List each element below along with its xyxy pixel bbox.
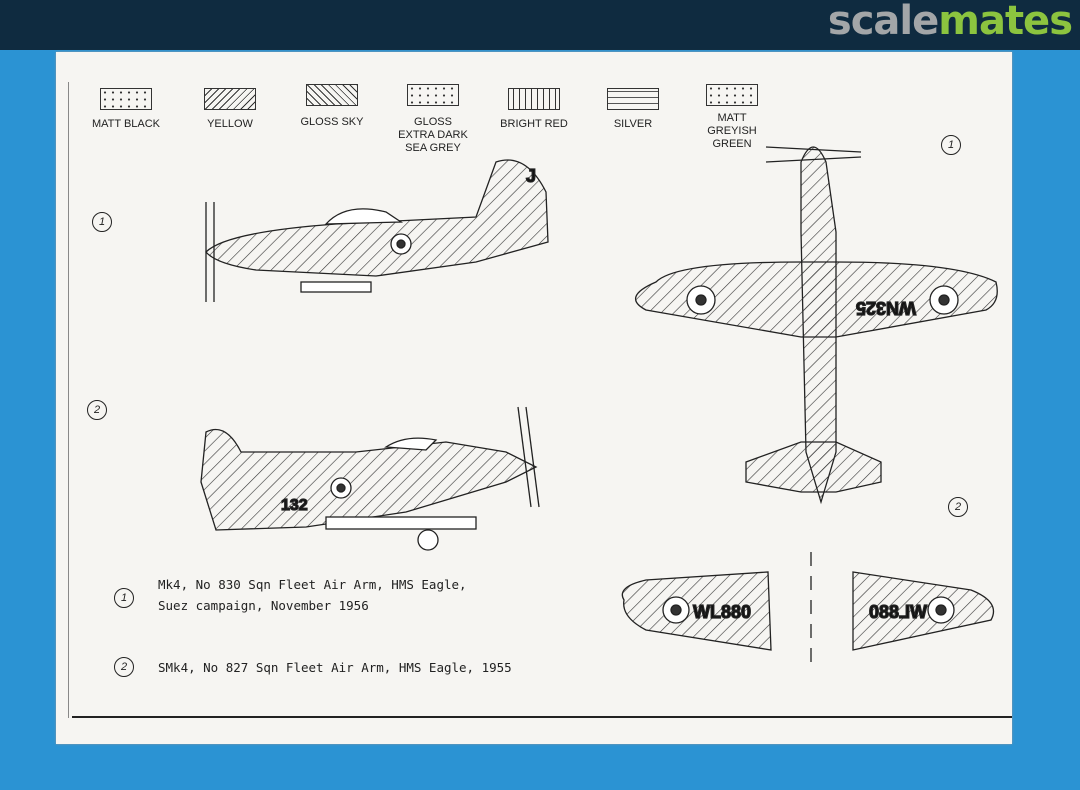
- legend-matt-black: MATT BLACK: [91, 88, 161, 131]
- caption-2: SMk4, No 827 Sqn Fleet Air Arm, HMS Eagl…: [158, 660, 512, 675]
- swatch: [204, 88, 256, 110]
- plan-view-1: WN325: [635, 146, 998, 505]
- legend-gloss-sky: GLOSS SKY: [297, 84, 367, 129]
- fuselage-code: 132: [281, 497, 308, 514]
- swatch: [508, 88, 560, 110]
- legend-silver: SILVER: [598, 88, 668, 131]
- caption-number-1: 1: [114, 588, 134, 608]
- legend-bright-red: BRIGHT RED: [499, 88, 569, 131]
- plan-number-2: 2: [948, 497, 968, 517]
- bottom-rule: [72, 716, 1012, 718]
- swatch: [607, 88, 659, 110]
- swatch: [407, 84, 459, 106]
- tail-code: J: [526, 166, 536, 186]
- caption-number-2: 2: [114, 657, 134, 677]
- plan-number-1: 1: [941, 135, 961, 155]
- side-profile-2: 132: [200, 406, 540, 551]
- legend-yellow: YELLOW: [195, 88, 265, 131]
- aircraft-drawings: J 132 WN325 WL880 WL880: [200, 146, 998, 667]
- caption-1: Mk4, No 830 Sqn Fleet Air Arm, HMS Eagle…: [158, 577, 467, 613]
- profile-number-1: 1: [92, 212, 112, 232]
- wing-serial-left: WL880: [693, 602, 751, 622]
- legend-matt-greyish-green: MATT GREYISH GREEN: [697, 84, 767, 151]
- wing-undersides-2: WL880 WL880: [621, 552, 995, 667]
- legend-gloss-extra-dark-sea-grey: GLOSS EXTRA DARK SEA GREY: [398, 84, 468, 155]
- instruction-sheet: MATT BLACK YELLOW GLOSS SKY GLOSS EXTRA …: [56, 52, 1012, 744]
- swatch: [706, 84, 758, 106]
- swatch: [100, 88, 152, 110]
- scalemates-logo[interactable]: scalemates: [827, 0, 1073, 44]
- profile-number-2: 2: [87, 400, 107, 420]
- wing-serial-right: WL880: [869, 602, 927, 622]
- wing-serial: WN325: [856, 298, 916, 318]
- divider: [68, 82, 69, 718]
- swatch: [306, 84, 358, 106]
- side-profile-1: J: [205, 159, 549, 302]
- site-header: scalemates: [0, 0, 1080, 50]
